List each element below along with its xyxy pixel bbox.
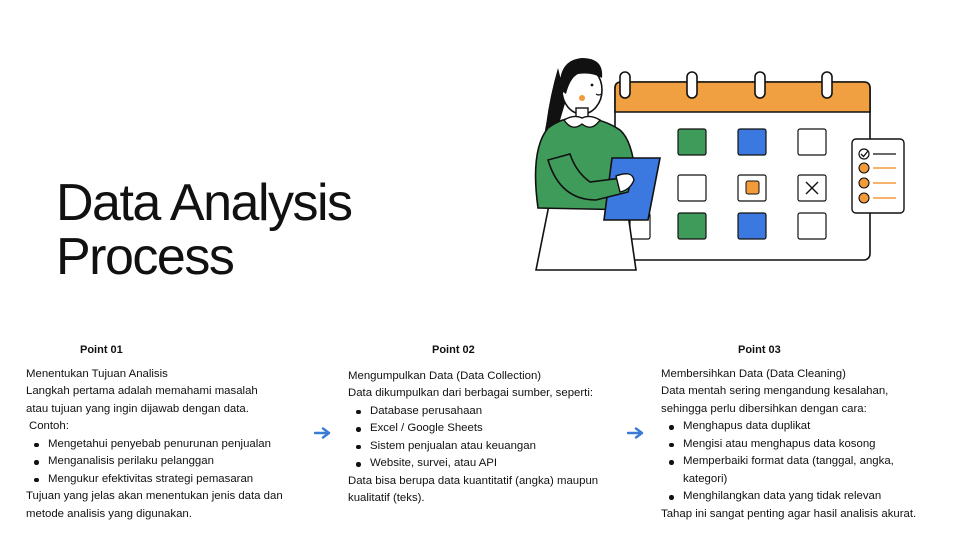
point-02-label: Point 02 (432, 344, 475, 356)
point-03-label: Point 03 (738, 344, 781, 356)
point-01-outro-1: Tujuan yang jelas akan menentukan jenis … (26, 490, 283, 502)
list-item: Menghilangkan data yang tidak relevan (661, 488, 931, 506)
point-02-intro: Data dikumpulkan dari berbagai sumber, s… (348, 387, 594, 399)
point-03-outro: Tahap ini sangat penting agar hasil anal… (661, 507, 917, 520)
point-03-heading: Membersihkan Data (Data Cleaning) (661, 367, 846, 380)
title-line-2: Process (56, 228, 235, 286)
point-02-outro-1: Data bisa berupa data kuantitatif (angka… (348, 474, 599, 487)
list-item: Menghapus data duplikat (661, 418, 931, 436)
point-01-list: Mengetahui penyebab penurunan penjualan … (26, 436, 306, 489)
point-03-list: Menghapus data duplikat Mengisi atau men… (661, 418, 931, 506)
point-01-intro-1: Langkah pertama adalah memahami masalah (26, 385, 258, 397)
arrow-right-icon (314, 427, 331, 439)
point-01-column: Point 01 Menentukan Tujuan Analisis Lang… (26, 342, 306, 523)
point-03-column: Point 03 Membersihkan Data (Data Cleanin… (661, 342, 931, 523)
point-02-outro-2: kualitatif (teks). (348, 492, 425, 504)
list-item-text-cont: kategori) (683, 472, 728, 485)
tablet (603, 157, 661, 221)
calendar-header (614, 81, 871, 113)
list-item: Excel / Google Sheets (348, 420, 618, 438)
list-item: Website, survei, atau API (348, 455, 618, 473)
point-01-heading: Menentukan Tujuan Analisis (26, 367, 168, 380)
list-item: Mengisi atau menghapus data kosong (661, 436, 931, 454)
page-title: Data Analysis Process (56, 174, 353, 286)
list-item: Mengetahui penyebab penurunan penjualan (26, 436, 306, 454)
arrow-right-icon (627, 427, 644, 439)
point-03-intro-2: sehingga perlu dibersihkan dengan cara: (661, 402, 867, 415)
woman-figure (534, 58, 661, 271)
list-item: Mengukur efektivitas strategi pemasaran (26, 471, 306, 489)
calendar-cell-blue (737, 128, 767, 156)
list-item: Database perusahaan (348, 403, 618, 421)
list-item: Sistem penjualan atau keuangan (348, 438, 618, 456)
point-03-intro-1: Data mentah sering mengandung kesalahan, (661, 385, 889, 397)
list-item: Menganalisis perilaku pelanggan (26, 453, 306, 471)
list-item: Memperbaiki format data (tanggal, angka,… (661, 453, 931, 488)
title-line-1: Data Analysis (56, 174, 353, 232)
point-02-heading: Mengumpulkan Data (Data Collection) (348, 369, 542, 382)
point-02-column: Point 02 Mengumpulkan Data (Data Collect… (348, 342, 618, 508)
point-01-contoh: Contoh: (29, 420, 69, 432)
point-01-intro-2: atau tujuan yang ingin dijawab dengan da… (26, 402, 249, 415)
point-02-list: Database perusahaan Excel / Google Sheet… (348, 403, 618, 473)
list-item-text: Memperbaiki format data (tanggal, angka, (683, 455, 894, 467)
calendar-cell-green (677, 128, 707, 156)
checklist-card (851, 138, 905, 214)
calendar-woman-illustration (534, 58, 905, 271)
point-01-label: Point 01 (80, 344, 123, 356)
point-01-outro-2: metode analisis yang digunakan. (26, 507, 192, 520)
